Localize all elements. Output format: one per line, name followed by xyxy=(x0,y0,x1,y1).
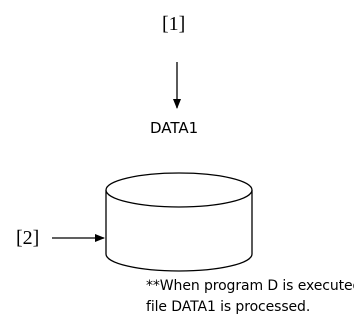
footnote: **When program D is executed, file DATA1… xyxy=(146,276,354,318)
left-label: [2] xyxy=(16,227,40,249)
footnote-line-2: file DATA1 is processed. xyxy=(146,299,311,315)
disk-file-cylinder xyxy=(105,172,253,272)
footnote-line-1: **When program D is executed, xyxy=(146,278,354,294)
top-label: [1] xyxy=(162,13,186,35)
data-file-label: DATA1 xyxy=(150,119,199,137)
